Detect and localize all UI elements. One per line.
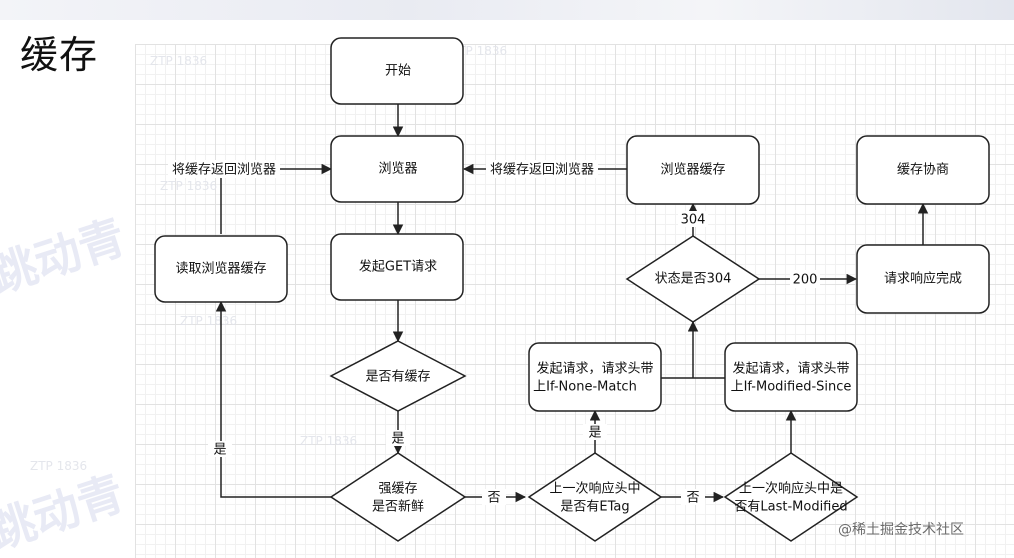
watermark-code-3: ZTP 1836 xyxy=(180,314,237,328)
slide-title: 缓存 xyxy=(20,33,99,77)
label-start: 开始 xyxy=(385,64,411,79)
label-strong-line2: 是否新鲜 xyxy=(372,499,424,515)
edge-label-yes-hascache: 是 xyxy=(391,432,404,447)
node-browser-cache xyxy=(626,135,760,205)
slide-top-band xyxy=(0,0,1014,20)
label-etag-line2: 是否有ETag xyxy=(560,500,629,515)
label-negotiation: 缓存协商 xyxy=(897,163,949,178)
node-status-304 xyxy=(625,235,761,323)
label-ims-line1: 发起请求，请求头带 xyxy=(732,361,849,377)
source-credit: @稀土掘金技术社区 xyxy=(838,522,964,538)
watermark-brand-2: 跳动青 xyxy=(0,466,131,558)
edge-label-yes-fresh: 是 xyxy=(213,443,226,458)
label-has-cache: 是否有缓存 xyxy=(365,370,430,385)
watermark-code-6: ZTP 1836 xyxy=(450,44,507,58)
node-if-none-match xyxy=(528,342,662,412)
edge-label-200: 200 xyxy=(793,273,818,288)
label-inm-line1: 发起请求，请求头带 xyxy=(536,361,653,377)
node-if-modified-since xyxy=(724,342,858,412)
label-ims-line2: 上If-Modified-Since xyxy=(731,380,852,395)
node-negotiation xyxy=(856,135,990,205)
edge-readcache-browser xyxy=(220,163,333,234)
label-read-cache: 读取浏览器缓存 xyxy=(175,261,266,277)
node-strong-fresh xyxy=(329,452,467,542)
edge-label-return-left: 将缓存返回浏览器 xyxy=(172,162,276,178)
label-etag-line1: 上一次响应头中 xyxy=(549,481,640,497)
watermark-code-4: ZTP 1836 xyxy=(30,459,87,473)
watermark-brand-1: 跳动青 xyxy=(0,210,132,304)
label-lastmod-line2: 否有Last-Modified xyxy=(734,500,847,515)
node-start xyxy=(330,37,464,105)
edge-label-no-etag: 否 xyxy=(686,491,699,506)
node-has-cache xyxy=(329,340,467,412)
edge-label-304: 304 xyxy=(681,213,706,228)
edge-strong-readcache xyxy=(215,300,331,498)
edge-label-no-fresh: 否 xyxy=(487,491,500,506)
node-send-get xyxy=(330,233,464,301)
node-has-etag xyxy=(527,452,663,542)
node-response-done xyxy=(856,244,990,314)
label-status-304: 状态是否304 xyxy=(655,272,732,287)
label-strong-line1: 强缓存 xyxy=(378,482,417,497)
node-browser xyxy=(330,135,464,203)
label-browser-cache: 浏览器缓存 xyxy=(660,162,725,178)
label-browser: 浏览器 xyxy=(378,161,417,177)
watermark-code-1: ZTP 1836 xyxy=(150,54,207,68)
watermark-code-2: ZTP 1836 xyxy=(160,179,217,193)
edge-label-return-right: 将缓存返回浏览器 xyxy=(490,162,594,178)
label-send-get: 发起GET请求 xyxy=(359,259,437,275)
node-has-lastmod xyxy=(723,452,859,542)
label-inm-line2: 上If-None-Match xyxy=(533,380,637,395)
label-lastmod-line1: 上一次响应头中是 xyxy=(739,481,843,497)
edge-label-yes-etag: 是 xyxy=(588,426,601,441)
label-response-done: 请求响应完成 xyxy=(884,271,962,287)
watermark-code-5: ZTP 1836 xyxy=(300,434,357,448)
node-read-cache xyxy=(154,235,288,303)
